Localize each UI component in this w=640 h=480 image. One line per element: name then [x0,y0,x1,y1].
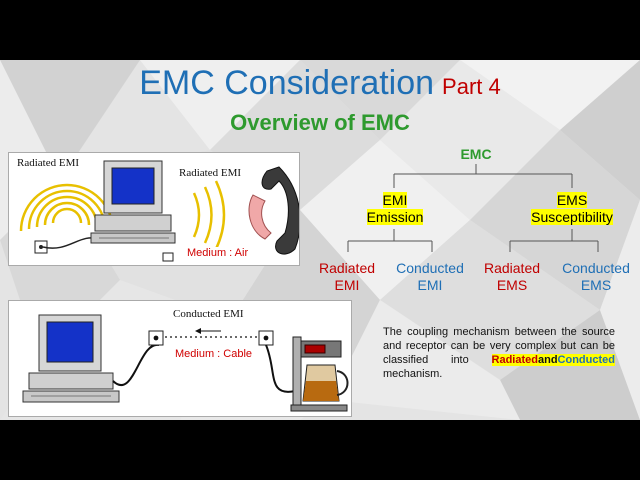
tree-leaf-conducted-emi: Conducted EMI [390,260,470,294]
highlight-radiated: Radiated [491,354,538,366]
emi-line1: EMI [382,192,408,208]
title-part: Part 4 [442,74,501,99]
description-text: The coupling mechanism between the sourc… [383,326,615,366]
tree-node-emi: EMI Emission [360,192,430,226]
title-main: EMC Consideration [139,64,435,102]
tree-root-emc: EMC [460,146,492,162]
tree-leaf-conducted-ems: Conducted EMS [555,260,637,294]
conducted-emi-illustration: Conducted EMI Medium : Cable [8,300,352,417]
wall-outlet-icon [34,240,48,254]
telephone-handset-icon [248,166,299,255]
leaf-conducted-ems-line1: Conducted [562,260,630,276]
tree-leaf-radiated-ems: Radiated EMS [476,260,548,294]
letterbox-bottom [0,420,640,480]
tree-node-ems: EMS Susceptibility [508,192,636,226]
ems-line2: Susceptibility [531,209,613,225]
radiated-emi-label-left: Radiated EMI [17,157,80,169]
ems-line1: EMS [556,192,588,208]
leaf-radiated-ems-line2: EMS [496,277,528,293]
desktop-computer-icon [90,160,176,244]
wall-outlet-icon [258,330,274,346]
radiated-emi-label-right: Radiated EMI [179,167,242,179]
leaf-conducted-emi-line2: EMI [417,277,443,293]
radiated-emi-illustration: Radiated EMI Radiated EMI Medium : Air [8,152,300,266]
leaf-conducted-ems-line2: EMS [580,277,612,293]
leaf-conducted-emi-line1: Conducted [396,260,464,276]
wall-outlet-icon [148,330,164,346]
leaf-radiated-emi-line1: Radiated [318,260,376,276]
highlight-conducted: Conducted [557,354,615,366]
emi-line2: Emission [366,209,424,225]
highlight-and: and [537,354,558,366]
medium-cable-label: Medium : Cable [175,348,253,360]
letterbox-top [0,0,640,60]
slide-subtitle: Overview of EMC [230,110,410,135]
leaf-radiated-emi-line2: EMI [334,277,360,293]
coupling-description: The coupling mechanism between the sourc… [383,325,615,381]
leaf-radiated-ems-line1: Radiated [483,260,541,276]
coffee-maker-icon [290,336,349,412]
slide-title: EMC Consideration Part 4 [0,64,640,103]
description-tail: mechanism. [383,368,443,380]
desktop-computer-icon [22,314,120,403]
tree-leaf-radiated-emi: Radiated EMI [310,260,384,294]
medium-air-label: Medium : Air [187,247,249,259]
conducted-emi-label: Conducted EMI [173,308,244,320]
